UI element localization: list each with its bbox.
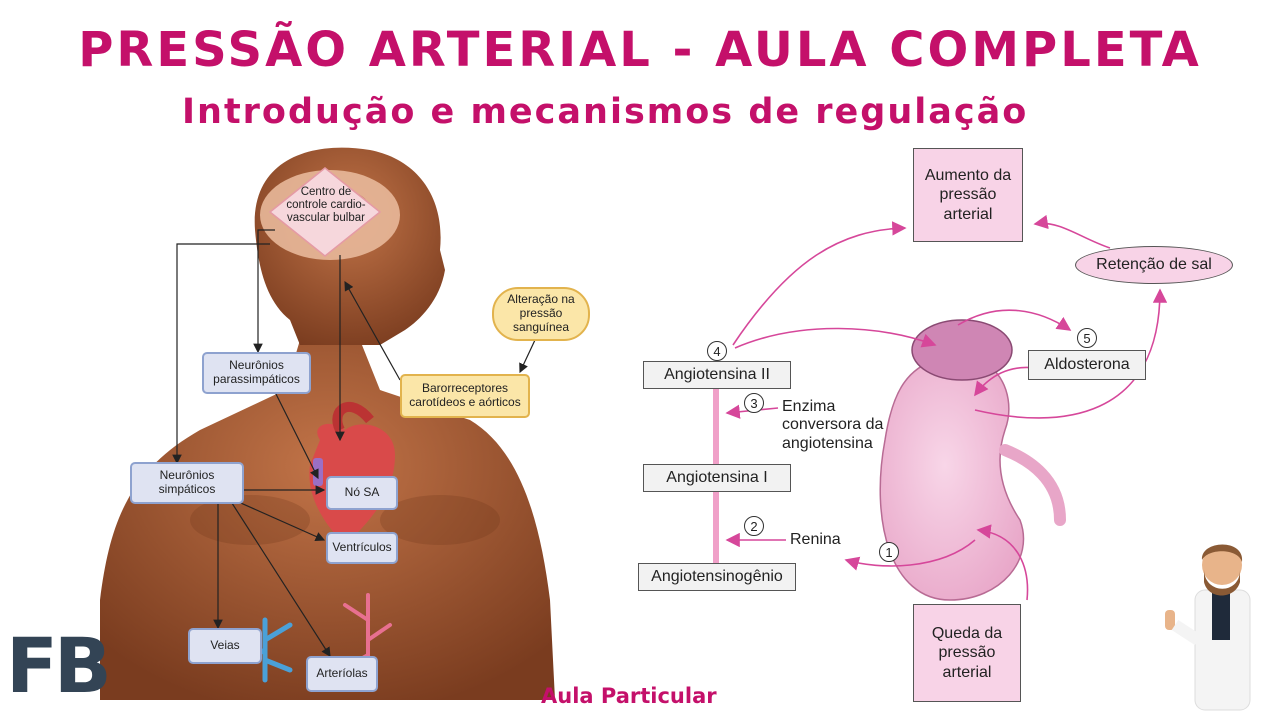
step-5-marker: 5 [1077, 328, 1097, 348]
step-3-marker: 3 [744, 393, 764, 413]
step-2-marker: 2 [744, 516, 764, 536]
step-4-marker: 4 [707, 341, 727, 361]
page-title: PRESSÃO ARTERIAL - AULA COMPLETA [78, 22, 1202, 78]
step-1-marker: 1 [879, 542, 899, 562]
baroreceptors-box: Barorreceptores carotídeos e aórticos [400, 374, 530, 418]
angiotensin-ii-box: Angiotensina II [643, 361, 791, 389]
veins-box: Veias [188, 628, 262, 664]
arterioles-box: Arteríolas [306, 656, 378, 692]
salt-retention-ellipse: Retenção de sal [1075, 246, 1233, 284]
angiotensin-i-box: Angiotensina I [643, 464, 791, 492]
sa-node-box: Nó SA [326, 476, 398, 510]
enzyme-label: Enzima conversora da angiotensina [782, 398, 884, 452]
control-center-diamond [268, 167, 382, 257]
doctor-illustration [1165, 544, 1251, 711]
renin-label: Renina [790, 531, 841, 548]
kidney-shape [879, 319, 1066, 601]
fb-logo: FB [6, 621, 112, 710]
alteration-box: Alteração na pressão sanguínea [492, 287, 590, 341]
sympathetic-box: Neurônios simpáticos [130, 462, 244, 504]
footer-text: Aula Particular [541, 684, 717, 708]
parasympathetic-box: Neurônios parassimpáticos [202, 352, 311, 394]
angiotensinogen-box: Angiotensinogênio [638, 563, 796, 591]
pressure-decrease-box: Queda da pressão arterial [913, 604, 1021, 702]
adrenal-gland [911, 319, 1013, 381]
ventricles-box: Ventrículos [326, 532, 398, 564]
pressure-increase-box: Aumento da pressão arterial [913, 148, 1023, 242]
aldosterone-box: Aldosterona [1028, 350, 1146, 380]
page-subtitle: Introdução e mecanismos de regulação [182, 92, 1029, 132]
control-center-label: Centro de controle cardio-vascular bulba… [286, 186, 366, 225]
